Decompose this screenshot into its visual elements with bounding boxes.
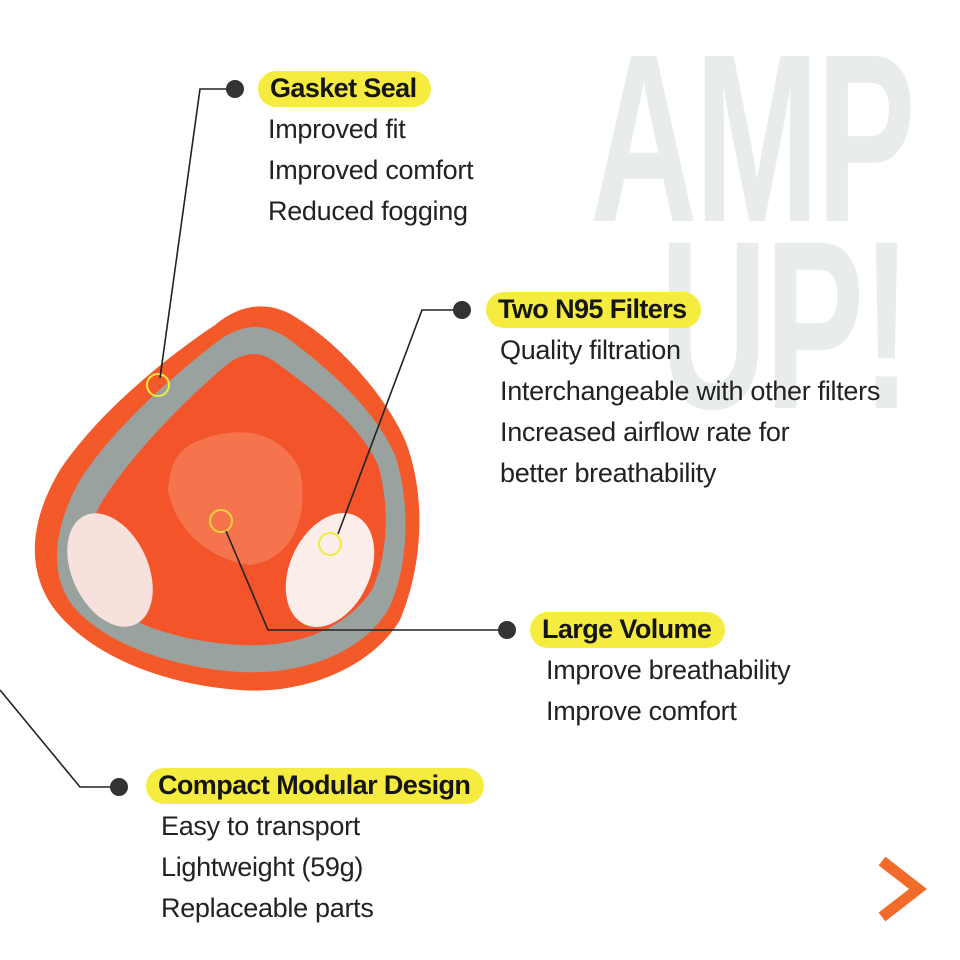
feature-point: Improve breathability: [546, 655, 791, 685]
feature-point: Improve comfort: [546, 696, 737, 726]
feature-gasket-seal: Gasket Seal Improved fit Improved comfor…: [258, 71, 474, 232]
feature-large-volume: Large Volume Improve breathability Impro…: [530, 612, 791, 732]
feature-point: Replaceable parts: [161, 893, 374, 923]
feature-title: Compact Modular Design: [146, 768, 485, 804]
feature-point: Increased airflow rate for: [500, 417, 790, 447]
chevron-right-icon: [878, 856, 927, 922]
callout-lines: [0, 88, 507, 788]
feature-title: Two N95 Filters: [486, 292, 701, 328]
feature-point: Easy to transport: [161, 811, 360, 841]
feature-point: Improved fit: [268, 114, 406, 144]
mask-image: [34, 306, 420, 691]
feature-point: better breathability: [500, 458, 717, 488]
callout-dots: [110, 80, 516, 796]
feature-title: Gasket Seal: [258, 71, 431, 107]
feature-two-n95-filters: Two N95 Filters Quality filtration Inter…: [486, 292, 880, 494]
watermark-up: UP!: [660, 191, 911, 459]
feature-point: Interchangeable with other filters: [500, 376, 881, 406]
watermark-amp: AMP: [590, 4, 916, 272]
feature-compact-modular-design: Compact Modular Design Easy to transport…: [146, 768, 485, 929]
feature-point: Lightweight (59g): [161, 852, 364, 882]
feature-point: Quality filtration: [500, 335, 681, 365]
feature-title: Large Volume: [530, 612, 726, 648]
feature-point: Reduced fogging: [268, 196, 468, 226]
feature-point: Improved comfort: [268, 155, 474, 185]
next-slide-button[interactable]: [872, 855, 932, 930]
